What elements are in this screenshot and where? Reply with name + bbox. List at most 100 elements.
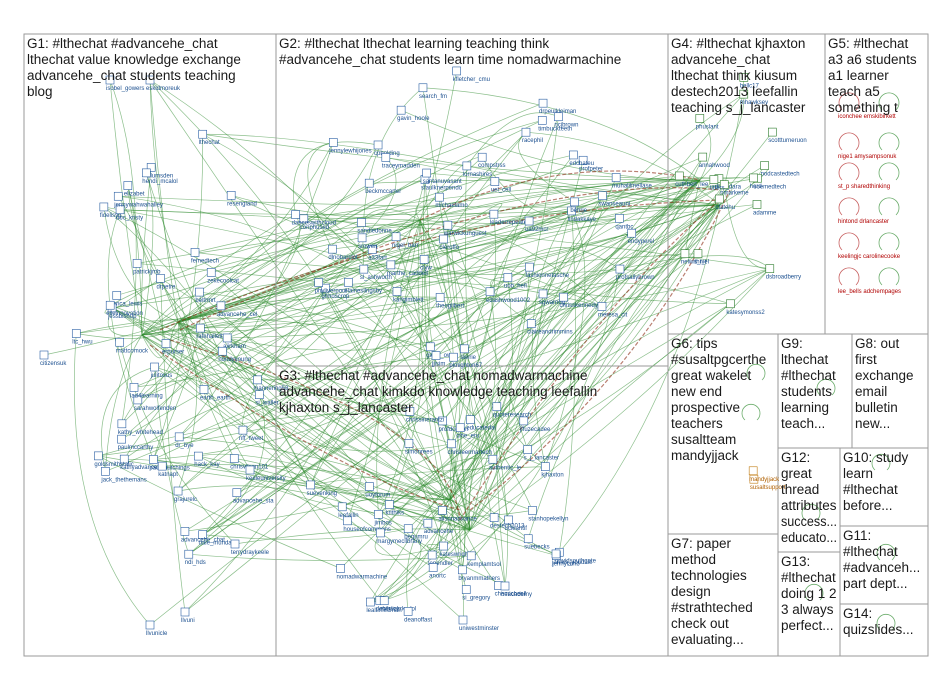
node-label: si_gregory [462, 596, 490, 602]
node-label: destech2013 [490, 524, 525, 530]
node-label: fashionnetasche [525, 273, 569, 279]
node-avatar [539, 99, 547, 107]
node-label: nmarkeme [720, 191, 749, 197]
node-avatar [699, 153, 707, 161]
node-avatar [392, 233, 400, 241]
node-label: llvunicle [146, 631, 168, 637]
node-label: citizensuk [40, 361, 67, 367]
node-avatar [338, 503, 346, 511]
node-avatar [101, 467, 109, 475]
node-label: eskidmoreuk [146, 86, 181, 92]
node-label: dr_bye [175, 443, 194, 449]
node-label: bryanmmathers [458, 576, 500, 582]
node-avatar [491, 178, 499, 186]
node-avatar [524, 535, 532, 543]
group-title-g11-line-2: #advanceh... [843, 560, 920, 575]
node-avatar [344, 278, 352, 286]
node-label: uob_hefi [504, 283, 527, 289]
node-avatar [124, 182, 132, 190]
node-label: keelingjc carolinecooke [838, 254, 901, 260]
node-avatar [444, 221, 452, 229]
node-avatar [246, 466, 254, 474]
node-label: lawrie [460, 355, 476, 361]
node-avatar [489, 455, 497, 463]
node-avatar [694, 250, 702, 258]
group-title-g5-line-0: G5: #lthechat [828, 36, 909, 51]
node-avatar [493, 403, 501, 411]
node-avatar [726, 300, 734, 308]
node-label: santanuvasant [423, 179, 462, 185]
group-title-g13-line-1: #lthechat [781, 570, 836, 585]
node-avatar [357, 219, 365, 227]
node-label: katnapt [158, 472, 178, 478]
node-label: karlgimblett [393, 298, 424, 304]
node-label: chrisleermartech [447, 450, 491, 456]
node-label: lindakkaye [568, 217, 597, 223]
node-label: jimbos [373, 520, 391, 526]
node-avatar [393, 288, 401, 296]
group-title-g1-line-1: lthechat value knowledge exchange [27, 52, 241, 67]
node-label: terrydraykeele [231, 550, 270, 556]
node-avatar [528, 506, 536, 514]
node-label: advancehe_sta [233, 499, 274, 505]
group-title-g7-line-6: evaluating... [671, 632, 744, 647]
node-label: endyperel [628, 239, 654, 245]
node-label: phuslant [696, 124, 719, 130]
group-title-g9-line-4: learning [781, 400, 829, 415]
group-title-g6-line-2: great wakelet [671, 368, 752, 383]
node-avatar [253, 376, 261, 384]
node-label: traceymadden [382, 163, 420, 169]
node-avatar [460, 345, 468, 353]
group-title-g13-line-3: 3 always [781, 602, 834, 617]
group-title-g4-line-3: destech2013 leefallin [671, 84, 798, 99]
node-avatar [527, 320, 535, 328]
node-avatar [466, 416, 474, 424]
group-title-g13-line-0: G13: [781, 554, 810, 569]
node-label: sfaulknerpendo [421, 185, 463, 191]
node-label: jffuzecadee [519, 427, 551, 433]
node-label: edashwood1002 [486, 298, 531, 304]
group-title-g8-line-2: exchange [855, 368, 914, 383]
node-avatar [191, 248, 199, 256]
node-avatar [435, 193, 443, 201]
node-label: suevenking [307, 491, 337, 497]
node-label: earth_earth [200, 395, 231, 401]
node-label: podcastedtech [761, 172, 800, 178]
node-avatar [420, 255, 428, 263]
node-label: james_youdale [551, 560, 593, 566]
group-title-g4-line-1: advancehe_chat [671, 52, 770, 67]
node-avatar [199, 130, 207, 138]
node-avatar [432, 352, 440, 360]
node-avatar [118, 420, 126, 428]
node-avatar [504, 273, 512, 281]
group-title-g3-line-0: G3: #lthechat #advancehe_chat nomadwarma… [279, 368, 587, 383]
node-label: paulbhutchings [149, 465, 189, 471]
node-label: cihe_eru [456, 434, 479, 440]
group-title-g6-line-3: new end [671, 384, 722, 399]
node-label: hintond drlancaster [838, 219, 889, 225]
group-title-g1-line-2: advancehe_chat students teaching [27, 68, 236, 83]
node-avatar [223, 334, 231, 342]
node-avatar [458, 566, 466, 574]
node-avatar [217, 302, 225, 310]
node-label: a33fart [368, 256, 387, 262]
node-avatar [522, 128, 530, 136]
node-avatar [385, 501, 393, 509]
node-label: erica_lewis [113, 301, 143, 307]
node-label: danceswithcloud [292, 220, 336, 226]
node-avatar [423, 169, 431, 177]
node-avatar [195, 288, 203, 296]
node-avatar [376, 529, 384, 537]
node-avatar [387, 261, 395, 269]
node-label: compstrss [478, 163, 505, 169]
node-avatar [696, 114, 704, 122]
group-title-g12-line-2: thread [781, 482, 819, 497]
node-avatar [520, 417, 528, 425]
group-title-g2-line-1: #advancehe_chat students learn time noma… [279, 52, 621, 67]
node-avatar [449, 353, 457, 361]
node-avatar [490, 514, 498, 522]
node-label: julitosus [150, 373, 173, 379]
node-label: muhalilmellase [612, 183, 652, 189]
node-label: uel_cell [491, 188, 511, 194]
